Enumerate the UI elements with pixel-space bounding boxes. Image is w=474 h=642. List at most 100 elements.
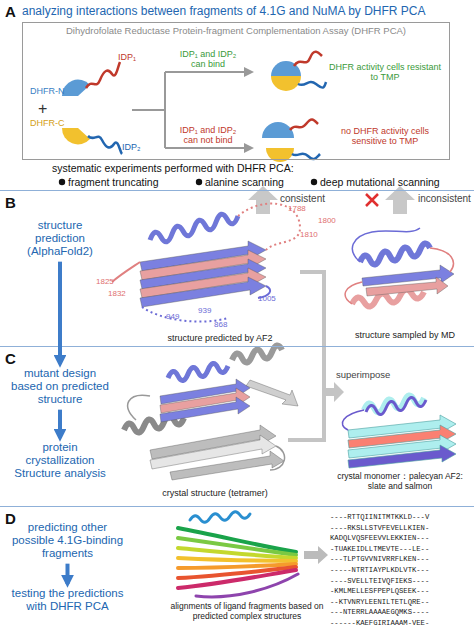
fragment-ribbon [178, 558, 296, 561]
bullet-item: deep mutational scanning [320, 176, 440, 188]
helix [232, 345, 282, 362]
result-label: no DHFR activity cells sensitive to TMP [326, 126, 444, 147]
bind-arrow [165, 71, 252, 73]
image-caption: alignments of ligand fragments based on … [158, 602, 336, 622]
fragment-label: IDP₂ [122, 142, 141, 152]
complex-idp1 [294, 52, 322, 66]
step-node: protein crystallization Structure analys… [10, 441, 110, 481]
helix [360, 243, 430, 264]
residue-number: 1788 [288, 204, 306, 213]
strand [140, 277, 266, 307]
panel-title: analyzing interactions between fragments… [22, 5, 467, 19]
helix [366, 397, 426, 414]
step-text: testing the predictions with DHFR PCA [10, 587, 125, 613]
split-line [132, 72, 165, 148]
cross-mark [366, 194, 378, 206]
loop [352, 228, 420, 262]
bullet [196, 179, 202, 185]
panel-letter: C [5, 350, 16, 367]
residue-number: 1832 [108, 289, 126, 298]
dhfr-c-fragment [62, 128, 90, 144]
strand [246, 380, 298, 406]
residue-number: 939 [198, 306, 211, 315]
sequence-line: KADQLVQSFEEVVLEKKIEN--- [330, 534, 429, 542]
helix [168, 363, 228, 380]
structure-caption: crystal structure (tetramer) [140, 488, 290, 498]
bullet [59, 179, 65, 185]
arrow-label: inconsistent [418, 193, 471, 205]
sequence-line: ------KAEFGIRIAAAM-VEE- [330, 619, 429, 627]
flow-arrow [58, 410, 62, 438]
residue-number: 1825 [96, 277, 114, 286]
md-structure [345, 228, 454, 307]
sequence-line: --KTVNRYLEENILTETLQRE-- [330, 598, 429, 606]
ligand-alignment [178, 512, 298, 597]
superimpose-arrow [324, 382, 344, 402]
monomer-superposition [342, 395, 456, 468]
step-node: structure prediction (AlphaFold2) [14, 219, 106, 259]
helix [150, 214, 238, 242]
fragment-ribbon [178, 570, 296, 588]
sequence-line: -----NTRTIAYPLKDLVTK--- [330, 566, 429, 574]
loop [112, 262, 140, 282]
box-heading: Dihydrofolate Reductase Protein-fragment… [23, 26, 449, 37]
sequence-line: ----RKSLLSTVFEVELLKIEN- [330, 524, 429, 532]
arrow-label: consistent [280, 193, 325, 205]
structure-caption: crystal monomer：palecyan AF2: slate and … [332, 472, 468, 492]
step-text: mutant design based on predicted structu… [10, 367, 110, 407]
loop [342, 410, 364, 430]
arrow-label: superimpose [336, 370, 390, 381]
strand [348, 445, 456, 468]
sequence-line: ----SVELLTEIVQFIEKS---- [330, 577, 429, 585]
panel-letter: B [5, 194, 16, 211]
step-node: testing the predictions with DHFR PCA [10, 587, 125, 613]
plus-sign: + [38, 100, 47, 118]
sequence-line: ---NTERRLAAAAEGQMKS---- [330, 608, 429, 616]
strand [160, 397, 250, 422]
residue-number: 1005 [258, 294, 276, 303]
step-text: protein crystallization Structure analys… [10, 441, 110, 481]
bullet [311, 179, 317, 185]
flow-arrow [58, 262, 62, 364]
residue-number: 868 [214, 320, 227, 329]
alignment-arrow [304, 546, 328, 564]
step-node: predicting other possible 4.1G-binding f… [10, 521, 125, 561]
panel-band: Bstructure prediction (AlphaFold2) [0, 190, 474, 346]
step-node: mutant design based on predicted structu… [10, 367, 110, 407]
outcome-label: IDP₁ and IDP₂ can not bind [172, 125, 244, 146]
structure-caption: structure predicted by AF2 [150, 333, 290, 343]
step-text: structure prediction (AlphaFold2) [14, 219, 106, 259]
step-text: predicting other possible 4.1G-binding f… [10, 521, 125, 561]
complex-dhfr-c [271, 76, 301, 91]
residue-number: 1810 [300, 230, 318, 239]
dotted-loop [142, 307, 228, 322]
bullet-item: alanine scanning [205, 176, 284, 188]
loop [128, 395, 285, 470]
structure-caption: structure sampled by MD [350, 330, 460, 340]
idp1-chain [86, 62, 120, 88]
fragment-ribbon [190, 512, 250, 523]
superimpose-bracket [288, 272, 324, 440]
fragment-label: DHFR-C [30, 118, 65, 128]
fragment-ribbon [196, 574, 298, 597]
fragment-ribbon [178, 548, 296, 558]
panel-letter: D [5, 510, 16, 527]
fragment-label: IDP₁ [118, 52, 136, 62]
sequence-line: ---TLPTGVVNIVRRFLKEN--- [330, 555, 429, 563]
fragment-label: DHFR-N [30, 86, 65, 96]
residue-number: 949 [166, 312, 179, 321]
loop [345, 248, 453, 304]
af2-structure [112, 204, 300, 322]
panel-band: Aanalyzing interactions between fragment… [0, 0, 474, 190]
sequence-line: -KMLMELLESFPEPLQSEEK--- [330, 587, 429, 595]
residue-number: 1800 [318, 216, 336, 225]
sequence-line: -TUAKEIDLLTMEVTE---LE-- [330, 545, 429, 553]
flow-arrow [66, 564, 70, 584]
crystal-tetramer [124, 345, 298, 480]
outcome-label: IDP₁ and IDP₂ can bind [172, 49, 244, 70]
idp2-chain [88, 136, 122, 154]
experiments-heading: systematic experiments performed with DH… [52, 162, 294, 174]
panel-letter: A [5, 3, 16, 20]
